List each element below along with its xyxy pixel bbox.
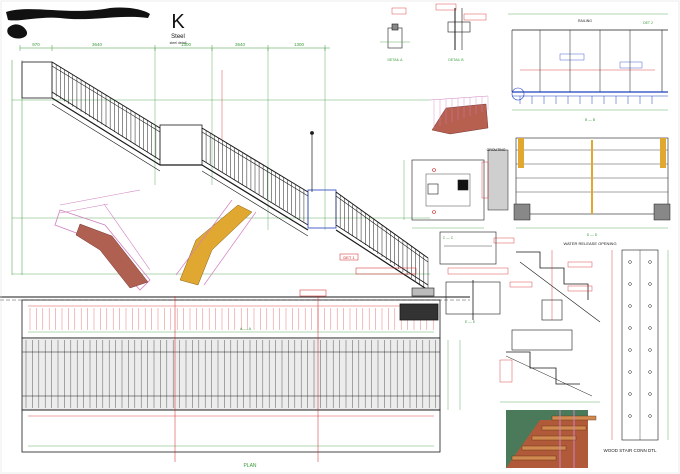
top-dimension: 1300	[181, 42, 192, 47]
top-dimension: 970	[32, 42, 40, 47]
top-dimension: 3640	[92, 42, 103, 47]
tag-det1: DET 1	[343, 255, 355, 260]
wood-stair-label: WOOD STAIR CONN DTL	[604, 448, 657, 453]
tread-section	[513, 137, 671, 229]
wood-stair-connection	[611, 249, 669, 441]
detail-a	[380, 7, 410, 49]
top-dimension: 3640	[235, 42, 246, 47]
logo: K Steel steel detail	[170, 11, 187, 45]
logo-mark: K	[171, 11, 185, 33]
detail-b-title: DETAIL B	[448, 58, 464, 62]
section-dd-title: D — D	[587, 233, 598, 237]
grouting-label: GROUTING	[487, 148, 506, 152]
top-dimension: 1300	[294, 42, 305, 47]
iso-view-right	[175, 199, 257, 286]
section-cc-title: C — C	[443, 236, 454, 240]
top-dimensions: 970 3640 1300 3640 1300	[32, 42, 304, 47]
section-bb-title: B — B	[585, 118, 596, 122]
iso-view-left	[54, 189, 151, 291]
stringer-detail	[509, 250, 601, 323]
logo-name: Steel	[171, 34, 185, 40]
stair-elevation	[0, 45, 470, 301]
logo-tagline: steel detail	[170, 41, 187, 45]
railing-label: RAILING	[578, 19, 592, 23]
redacted-subtitle	[7, 24, 28, 39]
base-plate-detail	[403, 149, 509, 229]
section-ee-title: E — E	[465, 320, 476, 324]
detail-b	[435, 3, 487, 50]
stair-plan	[21, 296, 461, 462]
connection-details	[439, 231, 600, 403]
det2-tag: DET 2	[643, 21, 653, 25]
iso-railing-detail	[429, 95, 489, 135]
redacted-title	[6, 7, 150, 21]
detail-a-title: DETAIL A	[388, 58, 404, 62]
plan-section-aa: A — A	[240, 326, 251, 331]
water-release-label: WATER RELEASE OPENING	[563, 241, 616, 246]
plan-title: PLAN	[243, 463, 256, 469]
elevation-tags	[299, 253, 417, 297]
railing-section	[508, 13, 668, 111]
iso-wood-stair	[506, 410, 597, 468]
